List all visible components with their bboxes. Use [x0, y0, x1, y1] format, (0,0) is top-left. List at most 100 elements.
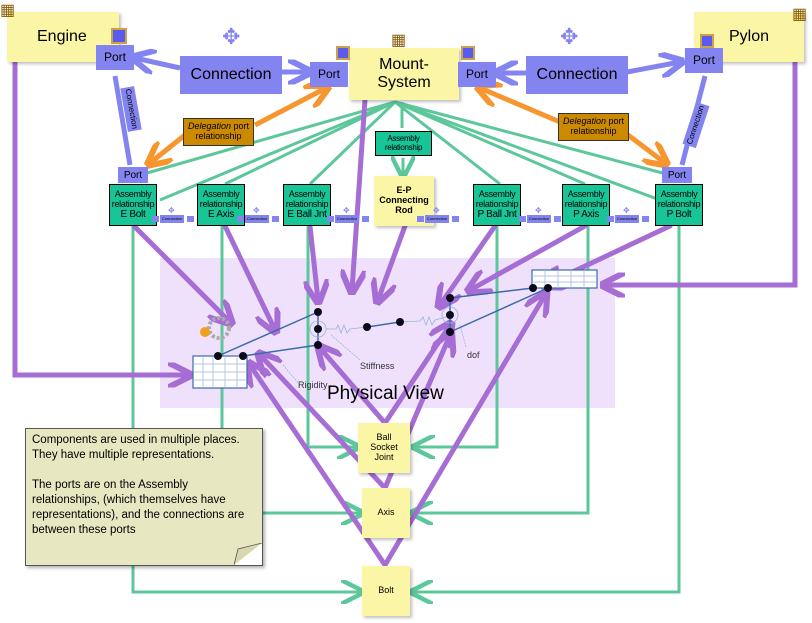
assembly-label-line2: relationship [564, 198, 608, 209]
tiny-connection[interactable]: Connection [160, 215, 184, 223]
connection-mount-pylon[interactable]: Connection [526, 56, 628, 94]
engine-mesh-grid [193, 356, 247, 388]
engine-component[interactable]: Engine [7, 12, 119, 62]
assembly-label-line1: Assembly [660, 188, 698, 199]
assembly-line-eballjnt [308, 100, 397, 186]
delegation-arrow-right-down [626, 133, 665, 163]
tiny-connection[interactable]: Connection [425, 215, 449, 223]
ball-socket-joint-component[interactable]: Ball Socket Joint [358, 423, 410, 473]
assembly-label-line2: relationship [111, 198, 155, 209]
assembly-name: P Axis [573, 209, 599, 221]
tiny-port[interactable] [519, 216, 526, 222]
tiny-connection[interactable]: Connection [527, 215, 551, 223]
axis-component[interactable]: Axis [362, 488, 410, 538]
gear-icon [207, 316, 231, 340]
block-icon-pylon: ▦ [792, 6, 808, 23]
assembly-line-pballjnt [394, 100, 501, 186]
paxis-representation-arrow [470, 223, 588, 290]
delegation-label-right: Delegation port relationship [558, 113, 629, 141]
assembly-label-line2: relationship [199, 198, 243, 209]
pylon-representation-arrow [605, 52, 798, 285]
physical-view-title: Physical View [327, 383, 444, 404]
mount-system-left-port[interactable]: Port [310, 62, 348, 87]
delegation-label-left: Delegation port relationship [183, 118, 254, 146]
port-label: Port [692, 52, 715, 67]
rigidity-label: Rigidity [298, 380, 328, 390]
ebolt-port[interactable]: Port [118, 167, 148, 183]
pylon-label: Pylon [728, 28, 770, 46]
tiny-port[interactable] [187, 216, 194, 222]
delegation-arrow-right-up [480, 88, 561, 125]
connection-link-icon: ✥ [560, 24, 579, 49]
bolt-component[interactable]: Bolt [362, 566, 410, 616]
mount-system-right-port[interactable]: Port [458, 62, 496, 87]
green-route-pbolt-bolt [412, 226, 681, 592]
tiny-port[interactable] [607, 216, 614, 222]
schematic-springs [282, 306, 467, 386]
ep-rod-line2: Connecting [379, 195, 429, 206]
assembly-lines [131, 100, 681, 592]
tiny-connection[interactable]: Connection [335, 215, 359, 223]
assembly-line-paxis [394, 100, 586, 186]
ball-socket-line1: Ball [376, 432, 392, 443]
tiny-connection[interactable]: Connection [615, 215, 639, 223]
ep-rod-line3: Rod [395, 204, 413, 215]
delegation-italic: Delegation [187, 121, 231, 132]
assembly-line1: Assembly [387, 133, 420, 143]
stiffness-label: Stiffness [360, 361, 395, 371]
ball-socket-line2: Socket [370, 442, 398, 453]
connection-link-icon: ✥ [623, 206, 630, 215]
assembly-label-line1: Assembly [478, 188, 516, 199]
tiny-port[interactable] [362, 216, 369, 222]
note-fold-corner [234, 543, 262, 565]
mount-system-component[interactable]: Mount- System [349, 48, 459, 100]
assembly-label-line2: relationship [285, 198, 329, 209]
mountsystem-representation-arrow [352, 82, 369, 290]
physical-schematic [192, 269, 598, 389]
axis-label: Axis [377, 507, 395, 518]
pylon-port[interactable]: Port [685, 48, 723, 73]
assembly-label-line2: relationship [657, 198, 701, 209]
tiny-port[interactable] [642, 216, 649, 222]
port-icon [111, 28, 127, 44]
tiny-port[interactable] [554, 216, 561, 222]
assembly-label-line2: relationship [475, 198, 519, 209]
port-label: Port [667, 169, 687, 181]
bolt-label: Bolt [378, 585, 394, 596]
tiny-port[interactable] [417, 216, 424, 222]
port-label: Port [123, 169, 143, 181]
assembly-label-line1: Assembly [567, 188, 605, 199]
green-route-paxis-axis [412, 226, 590, 513]
ep-connecting-rod-component[interactable]: E-P Connecting Rod [374, 176, 434, 226]
dof-label: dof [467, 350, 480, 360]
pballjnt-representation-arrow [440, 223, 498, 305]
tiny-port[interactable] [327, 216, 334, 222]
assembly-line-ebolt [159, 100, 396, 202]
port-icon [700, 34, 714, 48]
tiny-connection[interactable]: Connection [245, 215, 269, 223]
engine-label: Engine [37, 28, 87, 46]
assembly-name: P Bolt [666, 209, 692, 221]
eballjnt-representation-arrow [310, 223, 318, 300]
tiny-port[interactable] [272, 216, 279, 222]
assembly-name: P Ball Jnt [477, 209, 517, 221]
engine-port[interactable]: Port [96, 45, 134, 70]
tiny-port[interactable] [237, 216, 244, 222]
port-label: Port [103, 49, 126, 64]
connection-engine-mount[interactable]: Connection [180, 56, 282, 94]
assembly-label-line1: Assembly [114, 188, 152, 199]
pylon-mesh-grid [532, 270, 597, 288]
tiny-port[interactable] [452, 216, 459, 222]
assembly-line-ebolt-2 [139, 100, 396, 177]
delegation-arrows [150, 88, 665, 163]
tiny-port[interactable] [152, 216, 159, 222]
pbolt-port[interactable]: Port [662, 167, 692, 183]
